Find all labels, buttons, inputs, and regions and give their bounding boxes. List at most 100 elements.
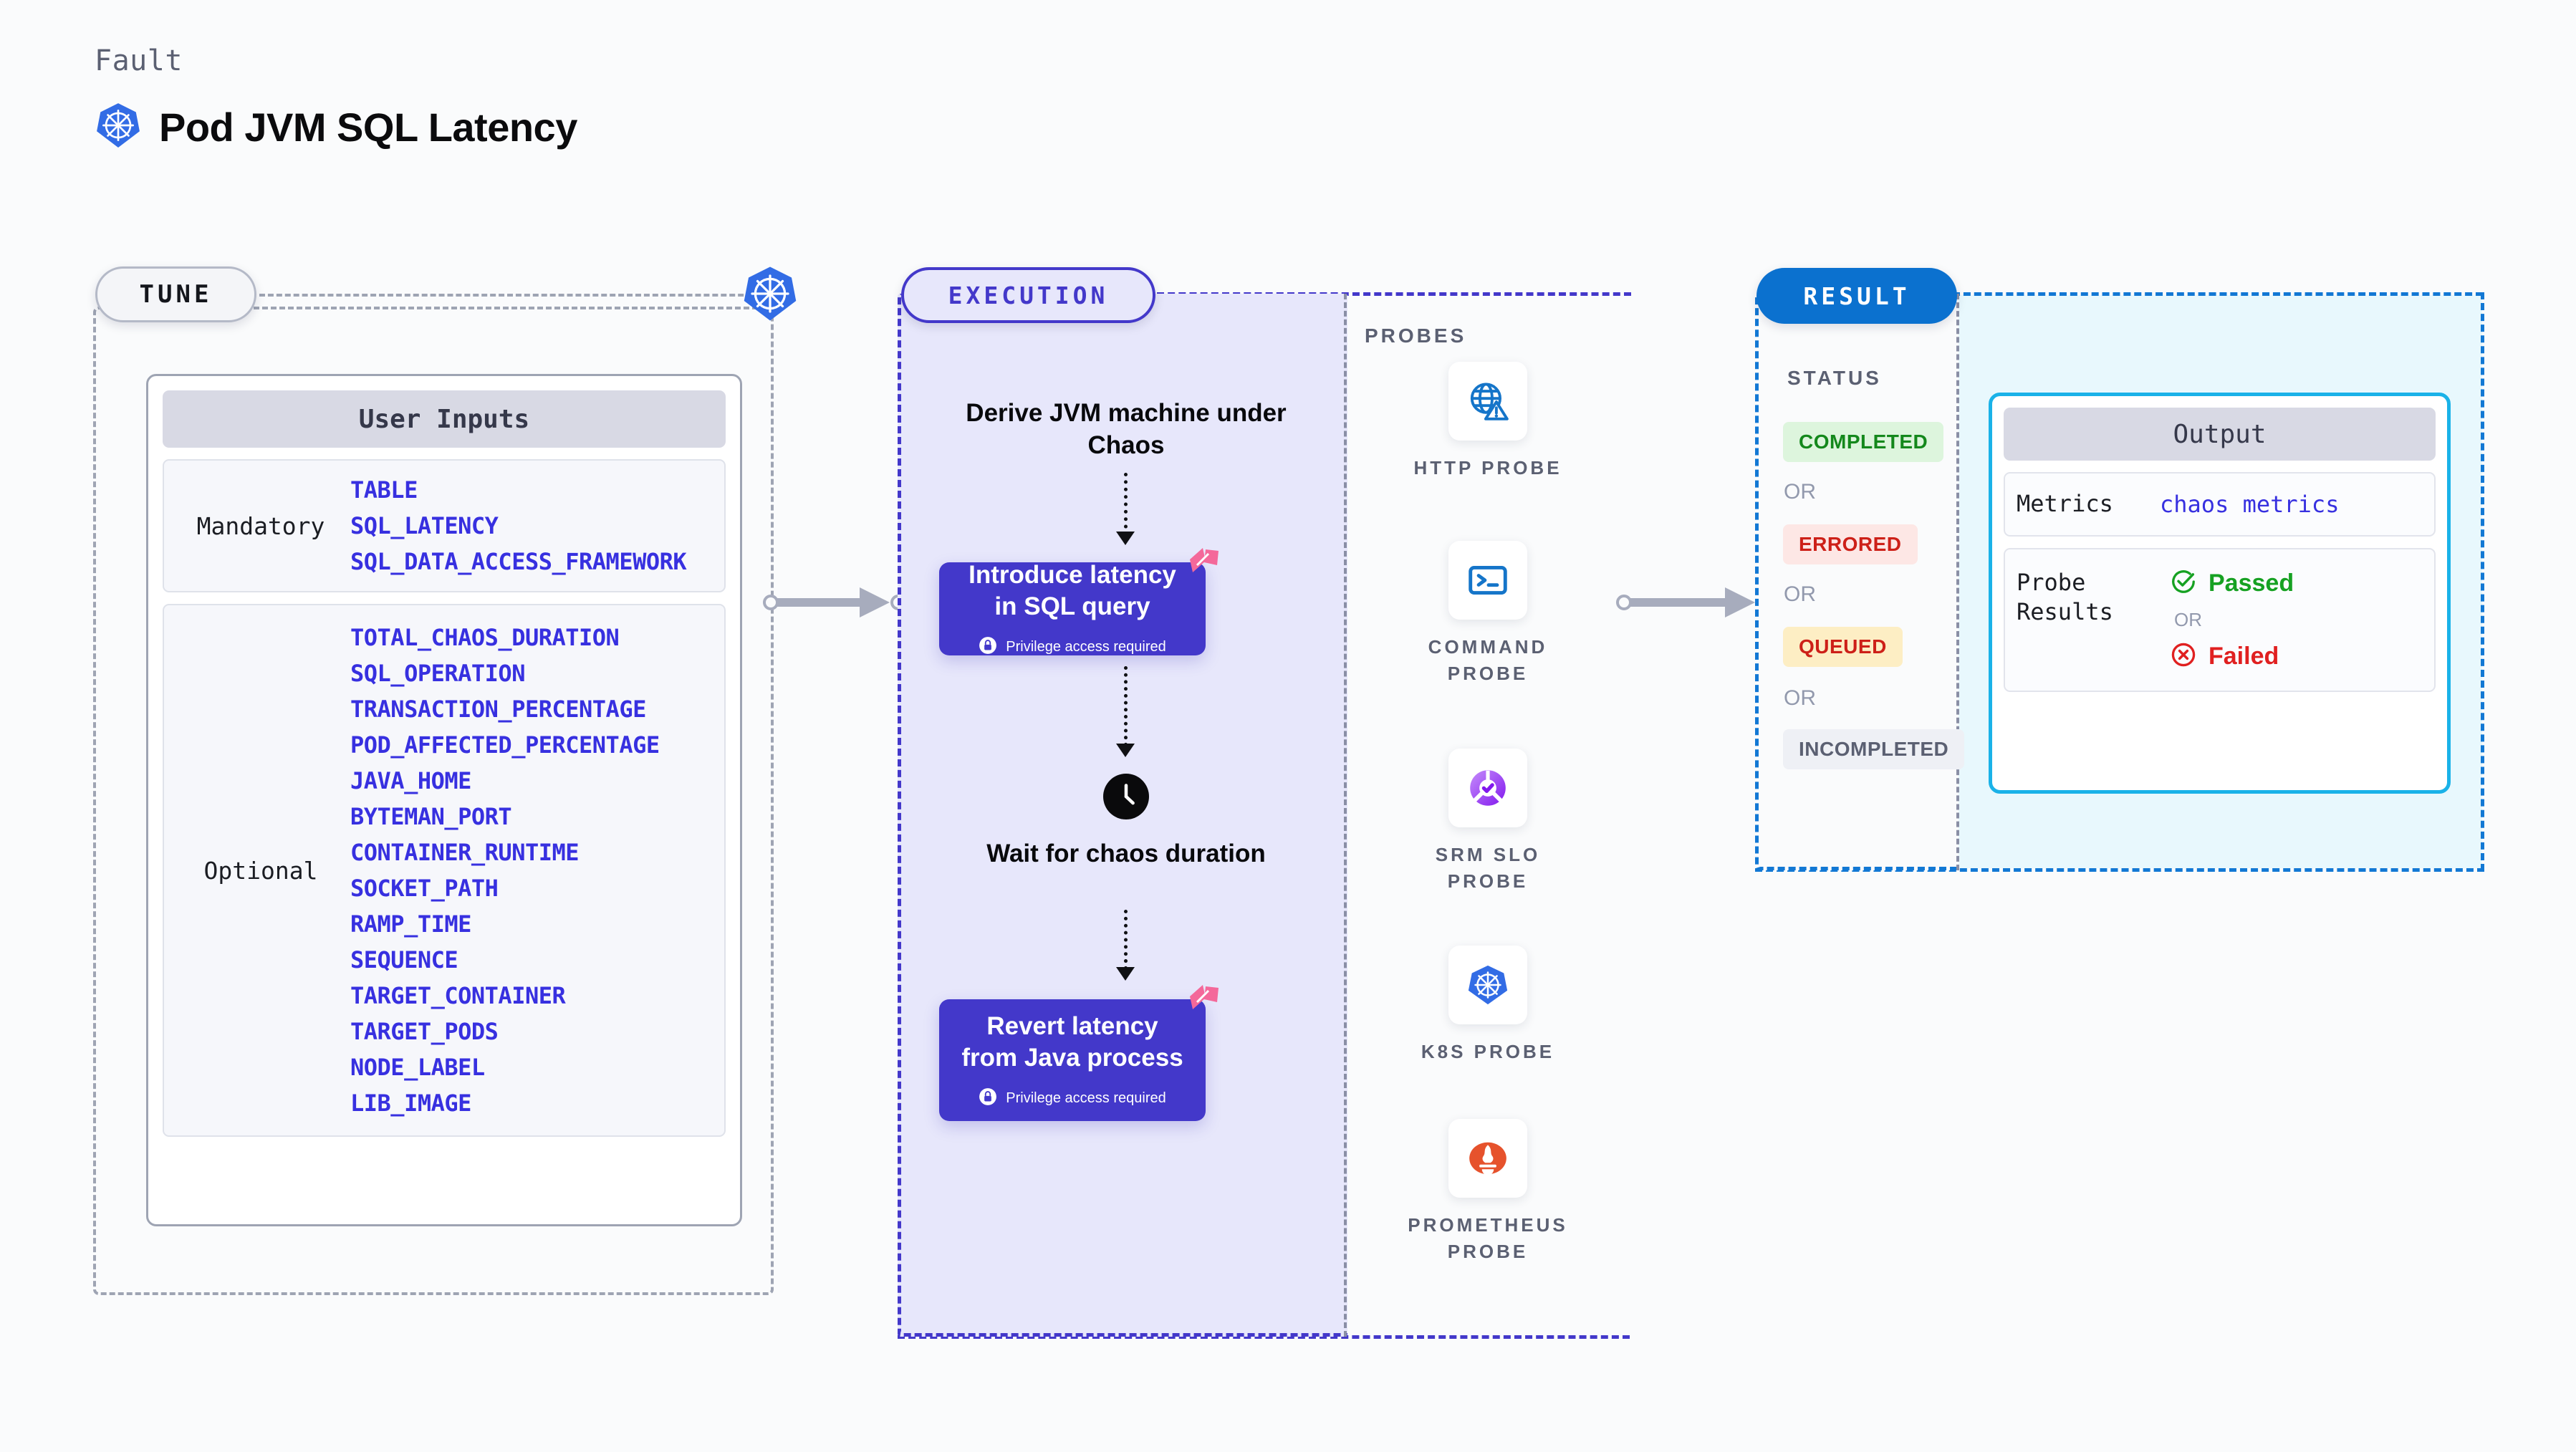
step-title: Introduce latency in SQL query — [969, 560, 1176, 620]
param-item[interactable]: TARGET_PODS — [350, 1018, 499, 1045]
privilege-note: Privilege access required — [979, 636, 1166, 658]
arrow-line — [1124, 910, 1128, 970]
probe-k8s[interactable]: K8S PROBE — [1402, 946, 1574, 1065]
probe-result-passed: Passed — [2170, 568, 2294, 599]
mandatory-params-group: Mandatory TABLE SQL_LATENCY SQL_DATA_ACC… — [163, 459, 726, 592]
prometheus-icon — [1448, 1119, 1527, 1198]
result-output-divider — [1956, 294, 1959, 870]
param-item[interactable]: JAVA_HOME — [350, 767, 471, 794]
connector-tune-to-execution — [763, 587, 906, 617]
status-badge-completed: COMPLETED — [1783, 422, 1944, 462]
connector-line — [1624, 598, 1730, 607]
param-item[interactable]: SQL_OPERATION — [350, 660, 525, 687]
status-label: STATUS — [1787, 367, 1882, 389]
param-item[interactable]: SOCKET_PATH — [350, 875, 499, 902]
param-item[interactable]: SQL_DATA_ACCESS_FRAMEWORK — [350, 548, 687, 575]
terminal-icon — [1448, 541, 1527, 620]
tune-section-pill[interactable]: TUNE — [95, 266, 256, 322]
probe-name: PROMETHEUS PROBE — [1408, 1214, 1568, 1262]
page-title: Pod JVM SQL Latency — [95, 102, 577, 153]
execution-step-derive-jvm: Derive JVM machine under Chaos — [966, 399, 1287, 459]
param-item[interactable]: TARGET_CONTAINER — [350, 982, 566, 1009]
connector-arrowhead — [860, 587, 890, 617]
probe-http[interactable]: HTTP PROBE — [1402, 362, 1574, 481]
probe-name: K8S PROBE — [1421, 1041, 1555, 1062]
page-header: Fault — [95, 44, 577, 153]
arrow-line — [1124, 666, 1128, 746]
lock-icon — [979, 1087, 997, 1110]
output-key: Metrics — [2017, 490, 2113, 517]
execution-dashed-bottom — [898, 1335, 1630, 1339]
param-item[interactable]: BYTEMAN_PORT — [350, 803, 512, 830]
harness-icon — [1184, 544, 1224, 584]
arrow-head — [1116, 744, 1135, 757]
param-group-kind: Optional — [203, 856, 318, 885]
step-title: Revert latency from Java process — [961, 1011, 1183, 1072]
arrow-line — [1124, 473, 1128, 536]
kubernetes-icon — [95, 102, 142, 153]
param-item[interactable]: TABLE — [350, 476, 418, 504]
output-row-probe-results: Probe Results Passed OR — [2004, 547, 2436, 692]
output-key: Probe Results — [2017, 568, 2113, 626]
connector-probes-to-result — [1616, 587, 1772, 617]
param-item[interactable]: TOTAL_CHAOS_DURATION — [350, 624, 620, 651]
probe-result-passed-label: Passed — [2209, 569, 2294, 597]
privilege-note-text: Privilege access required — [1006, 1090, 1166, 1107]
probe-result-or: OR — [2174, 608, 2202, 630]
probe-name: COMMAND PROBE — [1428, 636, 1548, 684]
output-value-metrics[interactable]: chaos metrics — [2160, 490, 2340, 518]
param-item[interactable]: RAMP_TIME — [350, 910, 471, 938]
arrow-head — [1116, 532, 1135, 545]
output-title: Output — [2004, 408, 2436, 461]
optional-params-group: Optional TOTAL_CHAOS_DURATION SQL_OPERAT… — [163, 604, 726, 1137]
tune-kubernetes-icon — [741, 265, 799, 322]
result-section — [1755, 294, 1959, 870]
globe-warning-icon — [1448, 362, 1527, 441]
probe-prometheus[interactable]: PROMETHEUS PROBE — [1402, 1119, 1574, 1265]
result-dashed-top — [1953, 292, 2483, 296]
fault-kicker: Fault — [95, 44, 183, 77]
user-inputs-card: User Inputs Mandatory TABLE SQL_LATENCY … — [146, 374, 742, 1226]
probe-command[interactable]: COMMAND PROBE — [1402, 541, 1574, 687]
result-section-pill[interactable]: RESULT — [1756, 268, 1957, 324]
param-item[interactable]: CONTAINER_RUNTIME — [350, 839, 580, 866]
output-card: Output Metrics chaos metrics Probe Resul… — [1989, 393, 2451, 794]
probe-srm-slo[interactable]: SRM SLO PROBE — [1402, 749, 1574, 895]
tune-dashed-top — [259, 294, 761, 297]
kubernetes-icon — [1448, 946, 1527, 1024]
clock-icon — [1103, 774, 1149, 819]
execution-section-pill[interactable]: EXECUTION — [901, 267, 1155, 323]
check-circle-icon — [2170, 568, 2197, 599]
param-item[interactable]: TRANSACTION_PERCENTAGE — [350, 696, 646, 723]
probes-label: PROBES — [1365, 324, 1467, 347]
param-item[interactable]: SQL_LATENCY — [350, 512, 499, 539]
lock-icon — [979, 636, 997, 658]
execution-step-introduce-latency[interactable]: Introduce latency in SQL query Privilege… — [939, 548, 1219, 658]
status-badge-errored: ERRORED — [1783, 524, 1918, 564]
status-badge-queued: QUEUED — [1783, 627, 1903, 667]
connector-arrowhead — [1725, 587, 1755, 617]
status-badge-incompleted: INCOMPLETED — [1783, 729, 1965, 769]
param-item[interactable]: LIB_IMAGE — [350, 1090, 471, 1117]
param-item[interactable]: NODE_LABEL — [350, 1054, 485, 1081]
connector-dot-start — [763, 595, 779, 610]
page-title-text: Pod JVM SQL Latency — [159, 105, 577, 150]
connector-line — [771, 598, 864, 607]
status-or: OR — [1784, 582, 1816, 606]
probe-result-failed: Failed — [2170, 641, 2294, 672]
param-item[interactable]: SEQUENCE — [350, 946, 458, 973]
execution-step-revert-latency[interactable]: Revert latency from Java process Privile… — [939, 985, 1219, 1121]
privilege-note: Privilege access required — [979, 1087, 1166, 1110]
tune-section: User Inputs Mandatory TABLE SQL_LATENCY … — [93, 307, 774, 1295]
harness-icon — [1184, 981, 1224, 1021]
status-or: OR — [1784, 480, 1816, 504]
execution-probes-divider — [1344, 294, 1347, 1337]
param-group-kind: Mandatory — [196, 511, 325, 540]
param-item[interactable]: POD_AFFECTED_PERCENTAGE — [350, 731, 660, 759]
probe-name: SRM SLO PROBE — [1435, 844, 1541, 892]
result-dashed-bottom — [1755, 868, 2484, 872]
privilege-note-text: Privilege access required — [1006, 639, 1166, 655]
execution-step-wait: Wait for chaos duration — [986, 840, 1266, 867]
status-or: OR — [1784, 686, 1816, 710]
output-row-metrics: Metrics chaos metrics — [2004, 472, 2436, 537]
